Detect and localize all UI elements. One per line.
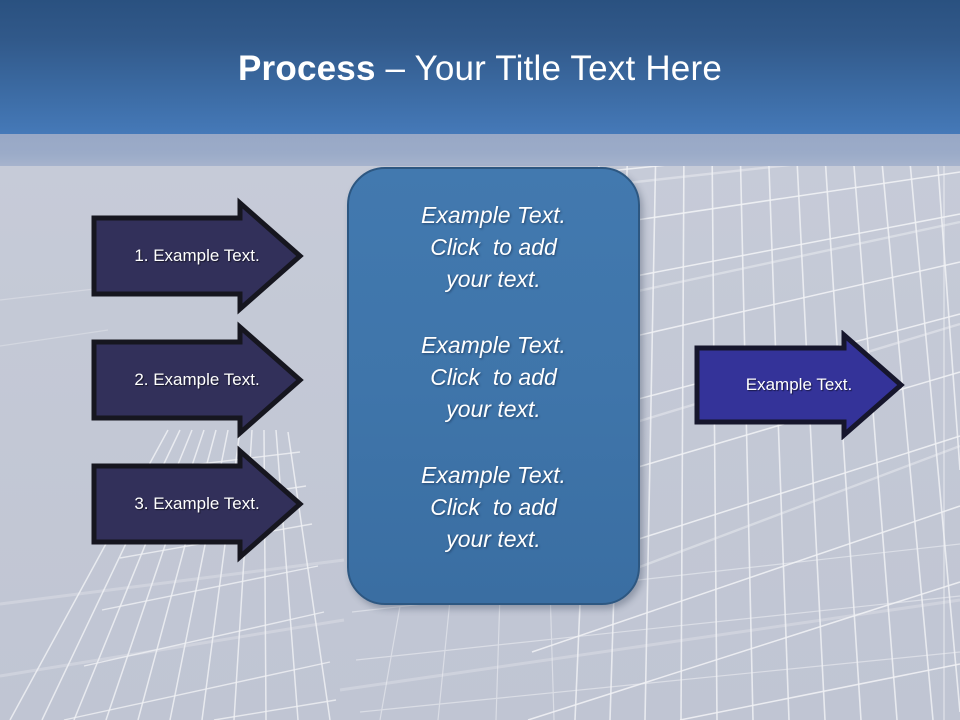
panel-block-3-line-1: Example Text.	[421, 462, 566, 488]
step-arrow-3-shape	[91, 445, 304, 563]
panel-block-3-line-2: Click to add	[430, 494, 557, 520]
result-arrow[interactable]: Example Text.	[692, 329, 906, 441]
header-accent-band	[0, 134, 960, 166]
step-arrow-2[interactable]: 2. Example Text.	[88, 320, 306, 440]
panel-block-2-line-1: Example Text.	[421, 332, 566, 358]
panel-block-2-line-2: Click to add	[430, 364, 557, 390]
step-arrow-2-shape	[91, 321, 304, 439]
panel-text-block-2: Example Text. Click to add your text.	[371, 329, 616, 425]
panel-block-2-line-3: your text.	[446, 396, 541, 422]
panel-text-block-1: Example Text. Click to add your text.	[371, 199, 616, 295]
step-arrow-1-shape	[91, 197, 304, 315]
page-title-bold: Process	[238, 49, 386, 88]
panel-block-3-line-3: your text.	[446, 526, 541, 552]
step-arrow-1[interactable]: 1. Example Text.	[88, 196, 306, 316]
slide-header-bar	[0, 0, 960, 134]
panel-block-1-line-1: Example Text.	[421, 202, 566, 228]
step-arrow-3[interactable]: 3. Example Text.	[88, 444, 306, 564]
result-arrow-shape	[694, 329, 905, 441]
panel-block-1-line-2: Click to add	[430, 234, 557, 260]
page-title: Process – Your Title Text Here	[0, 48, 960, 90]
panel-block-1-line-3: your text.	[446, 266, 541, 292]
panel-text-block-3: Example Text. Click to add your text.	[371, 459, 616, 555]
center-content-panel[interactable]: Example Text. Click to add your text. Ex…	[347, 167, 640, 605]
page-title-rest: – Your Title Text Here	[385, 49, 722, 88]
